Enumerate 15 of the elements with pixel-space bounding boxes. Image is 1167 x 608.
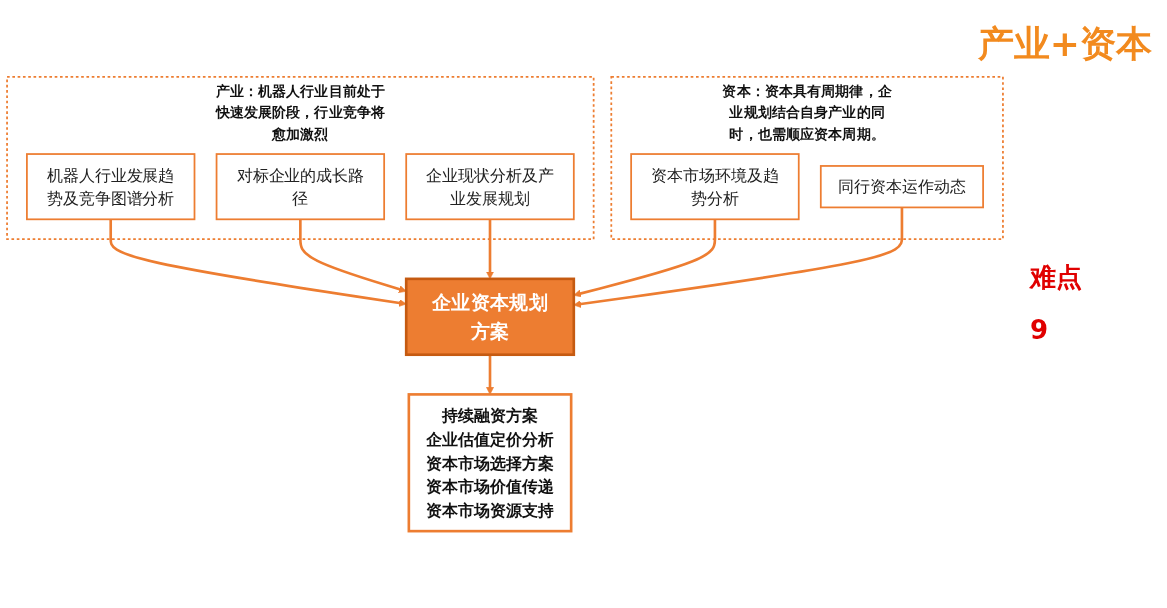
arrow	[109, 219, 407, 307]
node-box: 企业资本规划方案	[404, 277, 576, 357]
note-text: 难点	[1030, 261, 1082, 294]
arrow	[299, 219, 407, 293]
node-box: 对标企业的成长路径	[215, 153, 386, 221]
node-box: 机器人行业发展趋势及竞争图谱分析	[26, 153, 196, 221]
slide-title: 产业+资本	[977, 22, 1152, 66]
arrow	[573, 219, 717, 298]
arrow	[573, 207, 904, 308]
node-box: 持续融资方案 企业估值定价分析 资本市场选择方案 资本市场价值传递 资本市场资源支持	[407, 393, 573, 533]
node-box: 同行资本运作动态	[819, 165, 984, 209]
node-box: 企业现状分析及产业发展规划	[405, 153, 575, 221]
note-text: 9	[1030, 315, 1050, 345]
arrow	[486, 354, 494, 395]
node-box: 资本市场环境及趋势分析	[630, 153, 800, 221]
